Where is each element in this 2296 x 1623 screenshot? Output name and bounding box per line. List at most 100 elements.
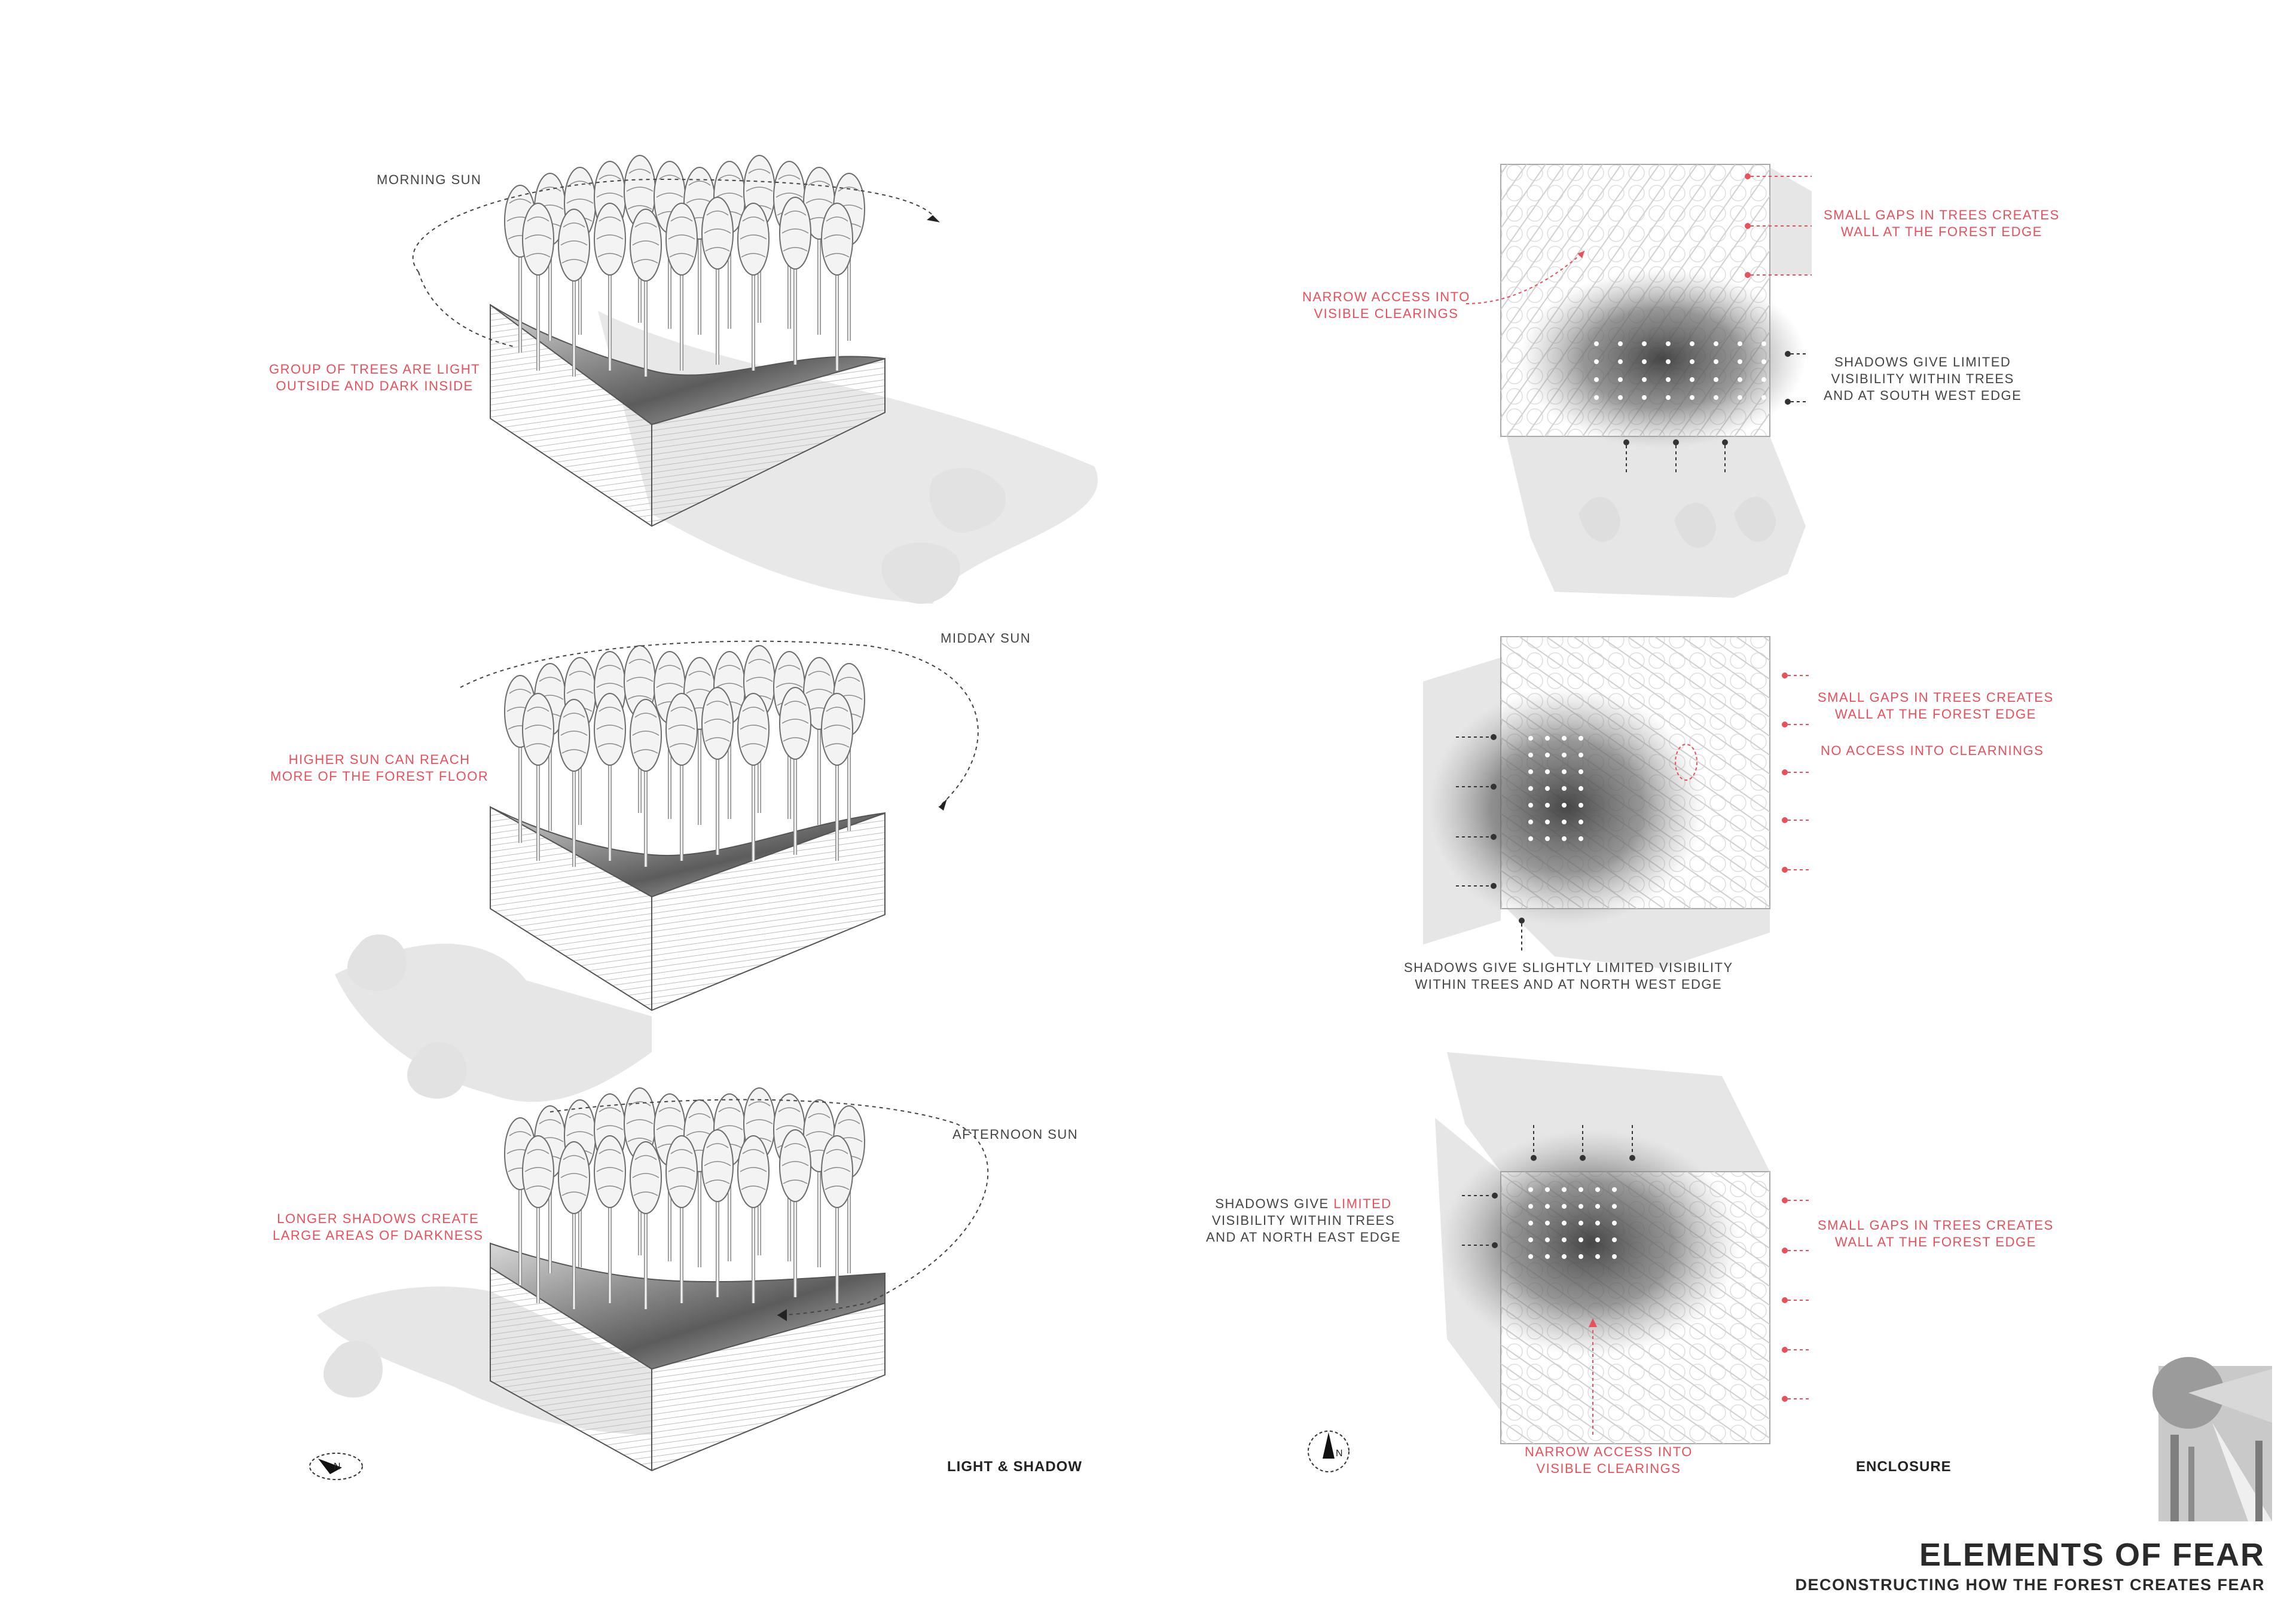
marker-dot: [1531, 1155, 1537, 1161]
clearing-dot: [1545, 1237, 1550, 1242]
clearing-dot: [1578, 1221, 1583, 1225]
marker-dot: [1782, 1297, 1788, 1303]
north-arrow-right: N: [1308, 1431, 1349, 1472]
plan1-gaps-note: SMALL GAPS IN TREES CREATES WALL AT THE …: [1824, 207, 2060, 239]
marker-dot: [1580, 1155, 1586, 1161]
clearing-dot: [1578, 836, 1583, 841]
clearing-dot: [1545, 836, 1550, 841]
clearing-dot: [1612, 1254, 1617, 1259]
clearing-dot: [1545, 803, 1550, 808]
marker-dot: [1722, 439, 1728, 445]
arrow-head: [1577, 251, 1584, 258]
marker-dot: [1623, 439, 1629, 445]
clearing-dot: [1545, 786, 1550, 791]
clearing-dot: [1714, 395, 1718, 400]
marker-dot: [1782, 1396, 1788, 1402]
north-letter-right: N: [1336, 1448, 1343, 1459]
plan3-shadow-note-b: LIMITED: [1333, 1196, 1392, 1211]
clearing-dot: [1618, 395, 1623, 400]
afternoon-diagram: [317, 1088, 989, 1472]
marker-dot: [1782, 867, 1788, 873]
marker-dot: [1519, 918, 1525, 924]
plan2-gaps-note: SMALL GAPS IN TREES CREATES WALL AT THE …: [1818, 690, 2054, 722]
plan2-no-access-note: NO ACCESS INTO CLEARNINGS: [1821, 743, 2044, 758]
marker-dot: [1745, 173, 1751, 179]
enclosure-plan-3: [1435, 1052, 1770, 1444]
clearing-dot: [1595, 1237, 1600, 1242]
clearing-dot: [1578, 1187, 1583, 1192]
clearing-dot: [1545, 769, 1550, 774]
clearing-dot: [1562, 820, 1567, 824]
midday-diagram: [335, 640, 979, 1102]
clearing-dot: [1578, 753, 1583, 757]
clearing-dot: [1595, 1204, 1600, 1209]
clearing-dot: [1612, 1204, 1617, 1209]
clearing-dot: [1528, 1204, 1533, 1209]
plan3-shadow-note-a: SHADOWS GIVE: [1215, 1196, 1334, 1211]
clearing-dot: [1545, 1204, 1550, 1209]
clearing-dot: [1618, 359, 1623, 364]
clearing-dot: [1612, 1237, 1617, 1242]
marker-dot: [1745, 223, 1751, 229]
sheet-subtitle: DECONSTRUCTING HOW THE FOREST CREATES FE…: [1795, 1576, 2265, 1594]
clearing-dot: [1594, 341, 1599, 346]
plan3-access-note: NARROW ACCESS INTO VISIBLE CLEARINGS: [1525, 1444, 1693, 1476]
clearing-dot: [1595, 1187, 1600, 1192]
afternoon-sun-label: AFTERNOON SUN: [952, 1127, 1079, 1142]
midday-note: HIGHER SUN CAN REACH MORE OF THE FOREST …: [270, 752, 489, 784]
clearing-dot: [1528, 803, 1533, 808]
marker-dot: [1491, 834, 1497, 840]
clearing-dot: [1528, 769, 1533, 774]
clearing-dot: [1761, 341, 1766, 346]
plan1-shadow-note: SHADOWS GIVE LIMITED VISIBILITY WITHIN T…: [1824, 354, 2022, 403]
clearing-dot: [1618, 341, 1623, 346]
marker-dot: [1745, 272, 1751, 278]
marker-dot: [1492, 1193, 1498, 1199]
clearing-dot: [1714, 359, 1718, 364]
marker-dot: [1492, 1242, 1498, 1248]
clearing-dot: [1618, 377, 1623, 382]
clearing-dot: [1642, 359, 1647, 364]
enclosure-plan-2: [1423, 636, 1770, 968]
clearing-dot: [1642, 395, 1647, 400]
clearing-dot: [1545, 736, 1550, 741]
clearing-dot: [1562, 753, 1567, 757]
north-arrow-left: N: [309, 1453, 363, 1480]
marker-dot: [1782, 673, 1788, 678]
clearing-dot: [1528, 753, 1533, 757]
clearing-dot: [1612, 1187, 1617, 1192]
clearing-dot: [1562, 786, 1567, 791]
clearing-dot: [1690, 341, 1694, 346]
clearing-dot: [1528, 786, 1533, 791]
clearing-dot: [1578, 736, 1583, 741]
clearing-dot: [1761, 359, 1766, 364]
sheet-title: ELEMENTS OF FEAR: [1919, 1537, 2265, 1573]
leader-arrow: [1465, 250, 1585, 304]
marker-dot: [1491, 784, 1497, 790]
morning-sun-label: MORNING SUN: [377, 172, 482, 187]
north-letter-left: N: [334, 1462, 341, 1472]
light-shadow-caption: LIGHT & SHADOW: [947, 1459, 1082, 1475]
clearing-dot: [1578, 786, 1583, 791]
afternoon-note: LONGER SHADOWS CREATE LARGE AREAS OF DAR…: [273, 1211, 484, 1243]
clearing-dot: [1562, 1254, 1567, 1259]
plan2-shadow-note: SHADOWS GIVE SLIGHTLY LIMITED VISIBILITY…: [1404, 960, 1733, 992]
clearing-dot: [1528, 1221, 1533, 1225]
clearing-dot: [1545, 1254, 1550, 1259]
clearing-dot: [1578, 803, 1583, 808]
clearing-dot: [1690, 359, 1694, 364]
morning-note: GROUP OF TREES ARE LIGHT OUTSIDE AND DAR…: [269, 362, 481, 393]
clearing-dot: [1690, 395, 1694, 400]
plan3-shadow-note: SHADOWS GIVE LIMITED VISIBILITY WITHIN T…: [1206, 1196, 1401, 1246]
clearing-dot: [1690, 377, 1694, 382]
clearing-dot: [1545, 820, 1550, 824]
clearing-dot: [1595, 1254, 1600, 1259]
clearing-dot: [1612, 1221, 1617, 1225]
marker-dot: [1491, 883, 1497, 889]
clearing-dot: [1528, 736, 1533, 741]
thumbnail-image: [2152, 1357, 2272, 1521]
morning-diagram: [412, 155, 1098, 604]
marker-dot: [1785, 399, 1791, 405]
clearing-dot: [1562, 1221, 1567, 1225]
